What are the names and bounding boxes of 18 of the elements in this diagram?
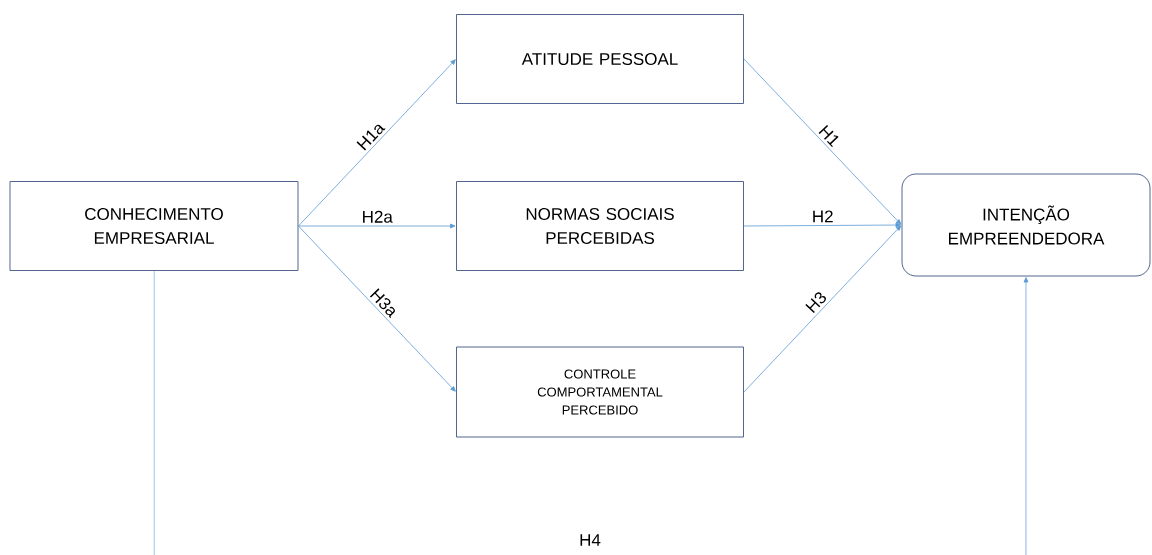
edge-label: H3 (802, 288, 830, 316)
process-box: NORMAS SOCIAIS PERCEBIDAS (456, 181, 744, 271)
edge-label: H4 (578, 533, 602, 547)
process-box: CONTROLE COMPORTAMENTAL PERCEBIDO (456, 346, 744, 438)
arrow (743, 222, 901, 228)
edge-label: H2a (360, 209, 394, 224)
process-box: CONHECIMENTO EMPRESARIAL (9, 181, 299, 271)
arrow (743, 225, 902, 393)
arrow (298, 225, 456, 392)
arrow (743, 58, 902, 225)
arrow (153, 270, 1029, 555)
rounded-box: INTENÇÃO EMPREENDEDORA (901, 173, 1151, 277)
arrow (298, 223, 456, 229)
edge-label: H1 (816, 122, 843, 150)
arrow (298, 59, 456, 227)
process-box: ATITUDE PESSOAL (456, 14, 744, 104)
edge-label: H1a (354, 119, 388, 154)
edge-label: H2 (810, 209, 835, 224)
